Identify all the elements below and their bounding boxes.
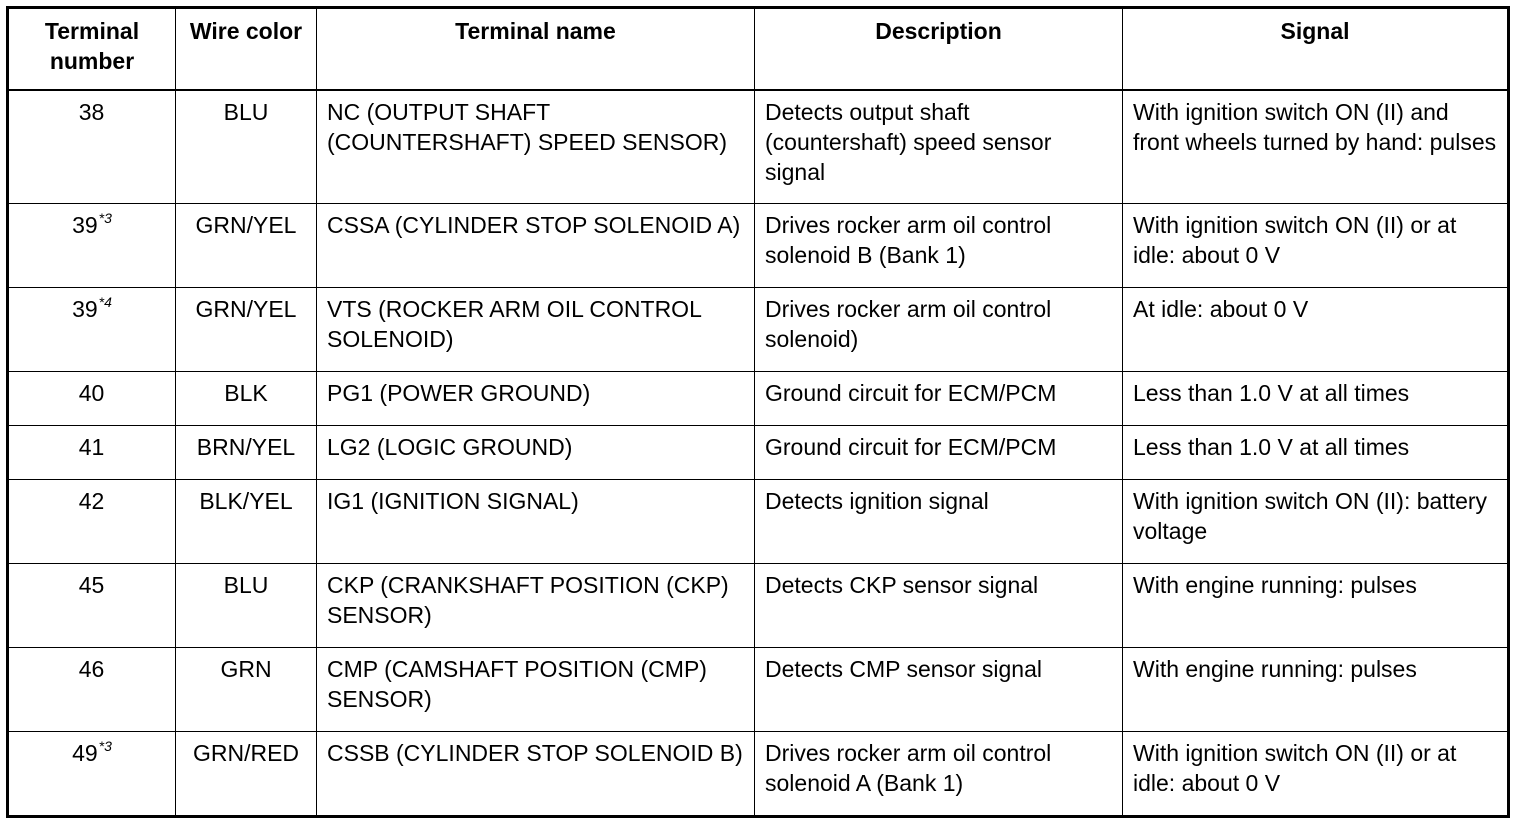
terminal-number: 46 — [78, 656, 105, 682]
signal-cell: Less than 1.0 V at all times — [1122, 425, 1509, 480]
table-row: 41 BRN/YEL LG2 (LOGIC GROUND) Ground cir… — [7, 425, 1509, 480]
table-row: 38 BLU NC (OUTPUT SHAFT (COUNTERSHAFT) S… — [7, 89, 1509, 204]
terminal-number-cell: 40 — [7, 371, 176, 426]
terminal-note: *3 — [98, 738, 112, 754]
terminal-number: 42 — [78, 488, 105, 514]
table-body: 38 BLU NC (OUTPUT SHAFT (COUNTERSHAFT) S… — [7, 89, 1509, 817]
description-cell: Detects CMP sensor signal — [754, 647, 1123, 732]
terminal-number: 39 — [72, 212, 98, 238]
table-row: 46 GRN CMP (CAMSHAFT POSITION (CMP) SENS… — [7, 647, 1509, 732]
signal-cell: With ignition switch ON (II) and front w… — [1122, 89, 1509, 204]
wire-color-cell: BRN/YEL — [175, 425, 317, 480]
signal-cell: At idle: about 0 V — [1122, 287, 1509, 372]
header-row: Terminal number Wire color Terminal name… — [7, 7, 1509, 91]
table-row: 40 BLK PG1 (POWER GROUND) Ground circuit… — [7, 371, 1509, 426]
terminal-name-cell: CSSA (CYLINDER STOP SOLENOID A) — [316, 203, 755, 288]
terminal-name-cell: VTS (ROCKER ARM OIL CONTROL SOLENOID) — [316, 287, 755, 372]
description-cell: Detects output shaft (countershaft) spee… — [754, 89, 1123, 204]
header-terminal-name: Terminal name — [316, 7, 755, 91]
signal-cell: With ignition switch ON (II) or at idle:… — [1122, 731, 1509, 817]
description-cell: Detects ignition signal — [754, 479, 1123, 564]
wire-color-cell: BLK — [175, 371, 317, 426]
table-row: 39*3 GRN/YEL CSSA (CYLINDER STOP SOLENOI… — [7, 203, 1509, 288]
wire-color-cell: BLK/YEL — [175, 479, 317, 564]
terminal-number-cell: 41 — [7, 425, 176, 480]
table-row: 42 BLK/YEL IG1 (IGNITION SIGNAL) Detects… — [7, 479, 1509, 564]
terminal-number-cell: 45 — [7, 563, 176, 648]
description-cell: Ground circuit for ECM/PCM — [754, 425, 1123, 480]
signal-cell: With engine running: pulses — [1122, 563, 1509, 648]
table-row: 39*4 GRN/YEL VTS (ROCKER ARM OIL CONTROL… — [7, 287, 1509, 372]
terminal-note: *3 — [98, 210, 112, 226]
terminal-name-cell: CKP (CRANKSHAFT POSITION (CKP) SENSOR) — [316, 563, 755, 648]
terminal-number: 40 — [78, 380, 105, 406]
description-cell: Drives rocker arm oil control solenoid B… — [754, 203, 1123, 288]
terminal-number-cell: 39*4 — [7, 287, 176, 372]
terminal-name-cell: IG1 (IGNITION SIGNAL) — [316, 479, 755, 564]
table-row: 49*3 GRN/RED CSSB (CYLINDER STOP SOLENOI… — [7, 731, 1509, 817]
wire-color-cell: GRN/RED — [175, 731, 317, 817]
terminal-number: 41 — [78, 434, 105, 460]
terminal-name-cell: NC (OUTPUT SHAFT (COUNTERSHAFT) SPEED SE… — [316, 89, 755, 204]
terminal-note: *4 — [98, 294, 112, 310]
terminal-number: 49 — [72, 740, 98, 766]
terminal-number-cell: 39*3 — [7, 203, 176, 288]
terminal-name-cell: LG2 (LOGIC GROUND) — [316, 425, 755, 480]
header-terminal-number: Terminal number — [7, 7, 176, 91]
terminal-number-cell: 46 — [7, 647, 176, 732]
terminal-number-cell: 38 — [7, 89, 176, 204]
description-cell: Drives rocker arm oil control solenoid) — [754, 287, 1123, 372]
description-cell: Ground circuit for ECM/PCM — [754, 371, 1123, 426]
wire-color-cell: GRN — [175, 647, 317, 732]
table-row: 45 BLU CKP (CRANKSHAFT POSITION (CKP) SE… — [7, 563, 1509, 648]
terminal-number: 45 — [78, 572, 105, 598]
terminal-table: Terminal number Wire color Terminal name… — [6, 6, 1510, 818]
signal-cell: With ignition switch ON (II): battery vo… — [1122, 479, 1509, 564]
terminal-number-cell: 42 — [7, 479, 176, 564]
terminal-name-cell: CSSB (CYLINDER STOP SOLENOID B) — [316, 731, 755, 817]
header-description: Description — [754, 7, 1123, 91]
terminal-number: 39 — [72, 296, 98, 322]
terminal-name-cell: PG1 (POWER GROUND) — [316, 371, 755, 426]
wire-color-cell: BLU — [175, 563, 317, 648]
signal-cell: With engine running: pulses — [1122, 647, 1509, 732]
terminal-number: 38 — [78, 99, 105, 125]
wire-color-cell: BLU — [175, 89, 317, 204]
terminal-number-cell: 49*3 — [7, 731, 176, 817]
table-header: Terminal number Wire color Terminal name… — [7, 7, 1509, 91]
description-cell: Detects CKP sensor signal — [754, 563, 1123, 648]
signal-cell: Less than 1.0 V at all times — [1122, 371, 1509, 426]
header-wire-color: Wire color — [175, 7, 317, 91]
header-signal: Signal — [1122, 7, 1509, 91]
signal-cell: With ignition switch ON (II) or at idle:… — [1122, 203, 1509, 288]
terminal-name-cell: CMP (CAMSHAFT POSITION (CMP) SENSOR) — [316, 647, 755, 732]
wire-color-cell: GRN/YEL — [175, 287, 317, 372]
wire-color-cell: GRN/YEL — [175, 203, 317, 288]
description-cell: Drives rocker arm oil control solenoid A… — [754, 731, 1123, 817]
